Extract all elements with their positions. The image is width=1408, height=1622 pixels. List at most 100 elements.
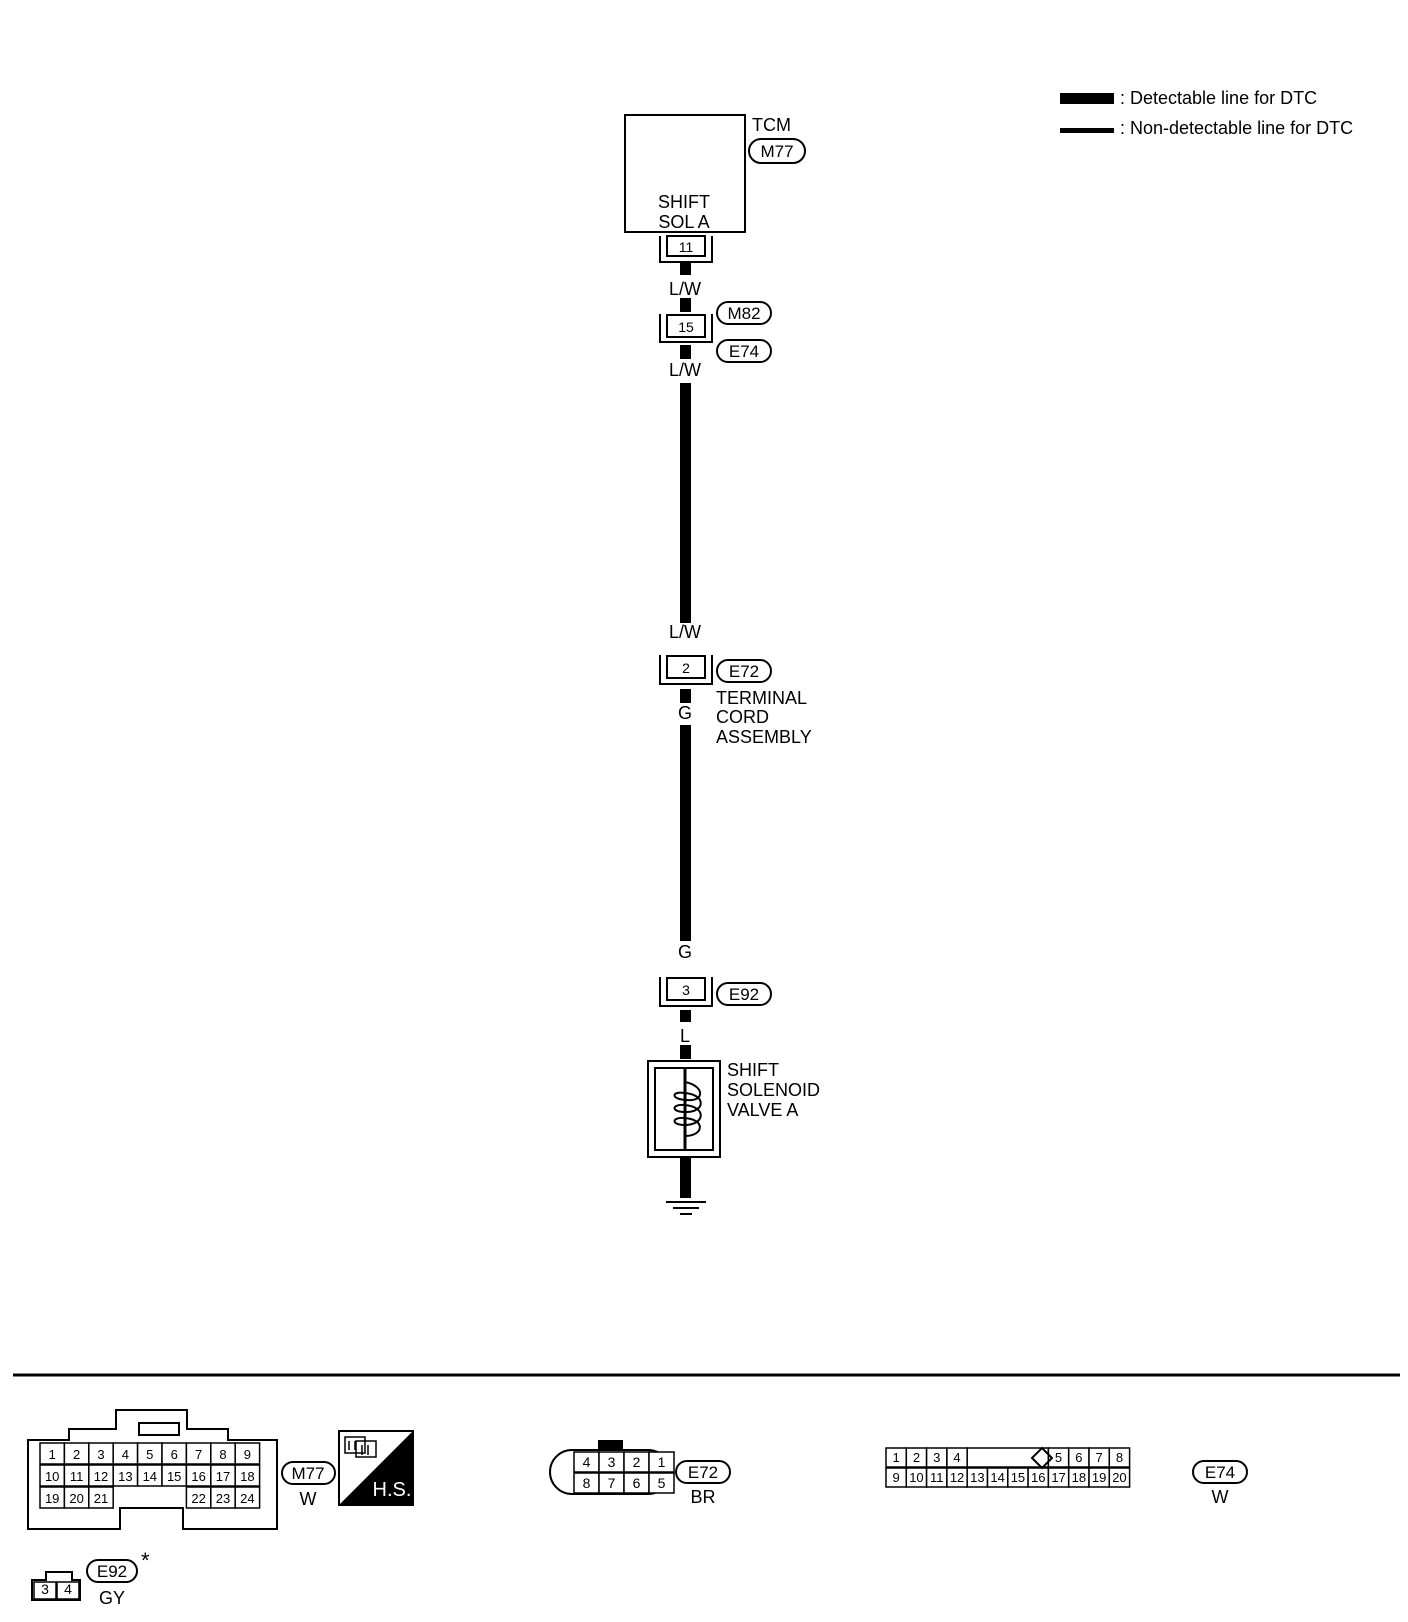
pin-number: 3: [41, 1581, 49, 1597]
m77-housing: [27, 1409, 278, 1530]
connector-oval-m77: [281, 1461, 336, 1485]
joint-connector-m82-e74: 15 M82 E74: [659, 301, 772, 363]
pin-number: 11: [70, 1469, 84, 1484]
pin-number: 8: [583, 1475, 591, 1491]
pin-cell: [648, 1472, 675, 1494]
pin-number: 19: [1092, 1470, 1106, 1485]
pin-number: 18: [1072, 1470, 1086, 1485]
pin-number: 13: [118, 1469, 132, 1484]
pin-cell: [56, 1581, 80, 1600]
pin-cell: [1108, 1447, 1131, 1468]
pin-cell: [234, 1442, 261, 1465]
pin-number: 2: [73, 1447, 80, 1462]
e74-blank-section: [966, 1447, 1050, 1468]
terminal-cord-label-line3: ASSEMBLY: [716, 727, 812, 747]
tcm-terminal-number: 11: [679, 239, 694, 255]
pin-number: 10: [909, 1470, 923, 1485]
pin-number: 5: [1055, 1450, 1062, 1465]
wire-segment-2: [680, 298, 691, 312]
wire-color-label: L/W: [669, 279, 701, 299]
pin-number: 9: [893, 1470, 900, 1485]
e92-asterisk: *: [141, 1548, 150, 1573]
pin-number: 16: [1031, 1470, 1045, 1485]
e74-connector-id: E74: [1205, 1463, 1235, 1482]
connector-oval-e72: [716, 659, 772, 683]
wire-segment-9: [680, 1158, 691, 1198]
e72-terminal-number: 2: [682, 660, 690, 676]
pin-number: 4: [122, 1447, 129, 1462]
harness-side-icon: [344, 1436, 377, 1458]
e72-key: [598, 1440, 623, 1450]
pin-number: 5: [146, 1447, 153, 1462]
connector-oval-e92: [716, 982, 772, 1006]
e74-wire-color: W: [1212, 1487, 1229, 1507]
hs-label: H.S.: [373, 1479, 412, 1501]
e92-connector-id: E92: [97, 1562, 127, 1581]
wire-segment-1: [680, 262, 691, 275]
pin-cell: [33, 1581, 57, 1600]
m77-latch: [138, 1422, 180, 1436]
e72-terminal-box: [666, 655, 706, 679]
wire-color-label: L: [680, 1026, 690, 1046]
pin-number: 8: [219, 1447, 226, 1462]
pin-cell: [88, 1486, 114, 1509]
pin-number: 1: [893, 1450, 900, 1465]
pin-number: 15: [167, 1469, 181, 1484]
tcm-unit: TCM M77 SHIFT SOL A 11: [624, 114, 806, 263]
legend: : Detectable line for DTC : Non-detectab…: [1060, 88, 1353, 138]
shift-solenoid-valve: SHIFT SOLENOID VALVE A: [647, 1060, 820, 1158]
wire-color-label: L/W: [669, 360, 701, 380]
pin-number: 16: [191, 1469, 205, 1484]
terminal-cord-assembly: 2 E72 TERMINAL CORD ASSEMBLY: [659, 655, 812, 747]
pin-number: 10: [45, 1469, 59, 1484]
pin-number: 17: [1051, 1470, 1065, 1485]
connector-oval-e74-face: [1192, 1460, 1248, 1484]
wire-color-label: L/W: [669, 622, 701, 642]
e92-joint: 3 E92: [659, 977, 772, 1007]
pin-number: 7: [195, 1447, 202, 1462]
wire-segment-5: [680, 689, 691, 703]
wire-segment-8: [680, 1045, 691, 1059]
pin-number: 2: [913, 1450, 920, 1465]
pin-number: 12: [94, 1469, 108, 1484]
pin-number: 20: [69, 1491, 83, 1506]
pin-number: 1: [49, 1447, 56, 1462]
pin-number: 23: [216, 1491, 230, 1506]
ground-icon: [666, 1201, 706, 1215]
e92-bracket: [659, 977, 713, 1007]
pin-number: 18: [240, 1469, 254, 1484]
joint-terminal-box: [666, 314, 706, 338]
pin-number: 11: [930, 1470, 944, 1485]
pin-cell: [648, 1451, 675, 1473]
connector-id-m82: M82: [727, 304, 760, 323]
pin-number: 14: [990, 1470, 1004, 1485]
tcm-connector-id: M77: [760, 142, 793, 161]
tcm-name: TCM: [752, 115, 791, 135]
non-detectable-line-swatch: [1060, 128, 1114, 133]
pin-number: 5: [658, 1475, 666, 1491]
legend-non-detectable-text: : Non-detectable line for DTC: [1120, 118, 1353, 138]
pin-number: 6: [633, 1475, 641, 1491]
terminal-cord-label-line1: TERMINAL: [716, 688, 807, 708]
m77-connector-id: M77: [291, 1464, 324, 1483]
solenoid-label-line2: SOLENOID: [727, 1080, 820, 1100]
tcm-label-line1: SHIFT: [658, 192, 710, 212]
e74-key-diamond: [1030, 1446, 1054, 1470]
pin-number: 4: [583, 1454, 591, 1470]
connector-oval-m82: [716, 301, 772, 325]
connector-id-e74: E74: [729, 342, 759, 361]
pin-number: 7: [608, 1475, 616, 1491]
wire-segment-7: [680, 1010, 691, 1022]
e72-bracket: [659, 655, 713, 685]
pin-number: 12: [950, 1470, 964, 1485]
pin-number: 15: [1011, 1470, 1025, 1485]
pin-cell: [234, 1464, 261, 1487]
detectable-wire: [680, 262, 691, 1198]
tcm-terminal-box: [666, 235, 706, 257]
